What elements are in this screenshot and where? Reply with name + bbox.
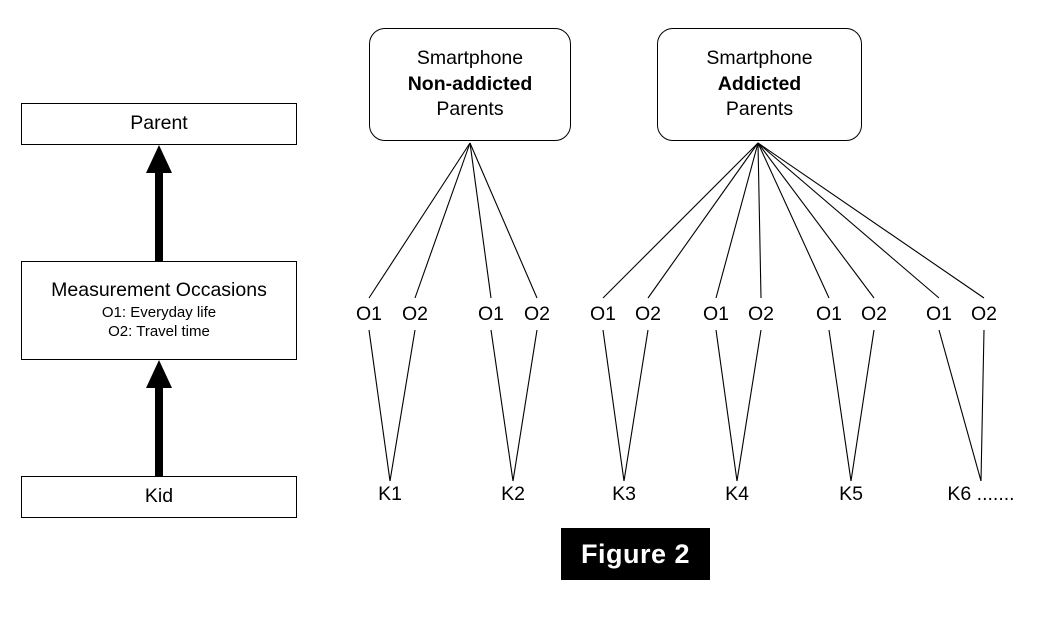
level-box-measurement-occasions: Measurement Occasions O1: Everyday life … (21, 261, 297, 360)
level-box-kid-title: Kid (144, 485, 174, 508)
edge-group-to-occasion (647, 142, 759, 299)
occasion-label: O1 (355, 303, 383, 325)
kid-label: K5 (839, 483, 863, 505)
level-box-parent-title: Parent (130, 112, 188, 135)
group-addicted-line3: Parents (725, 98, 794, 121)
kid-label: K1 (378, 483, 402, 505)
occasion-label: O1 (925, 303, 953, 325)
edge-occasion-to-kid (850, 329, 875, 482)
edges-occasions-to-kids (368, 329, 985, 482)
edge-group-to-occasion (757, 142, 875, 299)
edge-occasion-to-kid (368, 329, 391, 482)
arrow-measurement-to-parent (146, 145, 172, 262)
occasion-label: O1 (589, 303, 617, 325)
edge-group-to-occasion (757, 142, 830, 299)
figure-caption-badge: Figure 2 (561, 528, 710, 580)
edge-group-to-occasion (368, 142, 471, 299)
edge-group-to-occasion (757, 142, 940, 299)
occasion-label: O1 (477, 303, 505, 325)
occasion-label: O1 (815, 303, 843, 325)
edge-occasion-to-kid (828, 329, 852, 482)
edge-occasion-to-kid (389, 329, 416, 482)
edge-group-to-occasion (414, 142, 471, 299)
edge-group-to-occasion (469, 142, 492, 299)
kid-label: K4 (725, 483, 749, 505)
edge-occasion-to-kid (980, 329, 985, 482)
level-box-parent: Parent (21, 103, 297, 145)
edge-occasion-to-kid (736, 329, 762, 482)
group-addicted-line1: Smartphone (706, 47, 813, 70)
group-non-addicted-line2: Non-addicted (407, 72, 533, 95)
group-box-non-addicted-parents: Smartphone Non-addicted Parents (369, 28, 571, 141)
occasion-label: O2 (747, 303, 775, 325)
level-box-kid: Kid (21, 476, 297, 518)
edge-group-to-occasion (602, 142, 759, 299)
occasion-label: O2 (634, 303, 662, 325)
edge-occasion-to-kid (938, 329, 982, 482)
edge-group-to-occasion (757, 142, 985, 299)
figure-caption-text: Figure 2 (580, 538, 691, 569)
edge-occasion-to-kid (490, 329, 514, 482)
level-box-measurement-sub-o1: O1: Everyday life (101, 303, 217, 321)
edge-occasion-to-kid (512, 329, 538, 482)
group-non-addicted-line1: Smartphone (416, 47, 524, 70)
group-non-addicted-line3: Parents (436, 98, 504, 121)
group-addicted-line2: Addicted (717, 72, 802, 95)
kid-label: K2 (501, 483, 525, 505)
level-box-measurement-sub-o2: O2: Travel time (108, 323, 210, 341)
occasion-label: O1 (702, 303, 730, 325)
edge-occasion-to-kid (715, 329, 738, 482)
occasion-label: O2 (970, 303, 998, 325)
group-box-addicted-parents: Smartphone Addicted Parents (657, 28, 862, 141)
arrow-kid-to-measurement (146, 360, 172, 476)
kid-label: K3 (612, 483, 636, 505)
kid-label: K6 ....... (947, 483, 1015, 505)
edge-occasion-to-kid (602, 329, 625, 482)
occasion-label: O2 (860, 303, 888, 325)
edge-group-to-occasion (715, 142, 759, 299)
occasion-label: O2 (523, 303, 551, 325)
edge-group-to-occasion (469, 142, 538, 299)
edges-group-to-occasions (368, 142, 985, 299)
edge-occasion-to-kid (623, 329, 649, 482)
level-box-measurement-title: Measurement Occasions (51, 278, 267, 301)
edge-group-to-occasion (757, 142, 762, 299)
occasion-label: O2 (401, 303, 429, 325)
